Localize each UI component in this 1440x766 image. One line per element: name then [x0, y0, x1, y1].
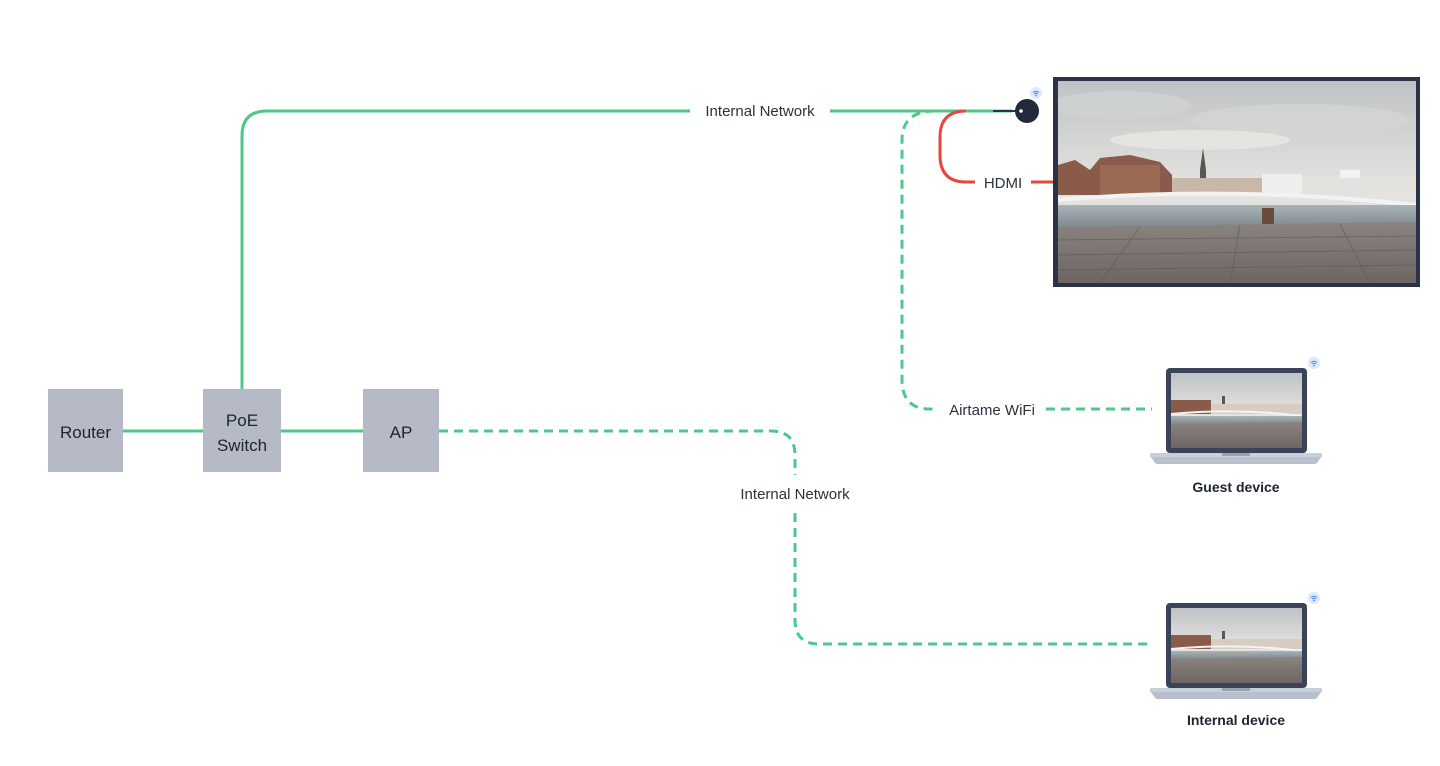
link-ap-internal: [439, 429, 797, 475]
guest-device-laptop: Guest device: [1150, 357, 1322, 495]
display-screen: [1053, 77, 1420, 287]
connection-lines: [123, 109, 1152, 646]
edge-label-airtame-wifi: Airtame WiFi: [949, 402, 1035, 419]
internal-device-laptop: Internal device: [1150, 592, 1322, 728]
wifi-icon: [1030, 87, 1042, 99]
router-node: Router: [48, 389, 123, 472]
switch-label-line2: Switch: [217, 436, 267, 455]
edge-label-hdmi: HDMI: [984, 175, 1022, 192]
airtame-dongle-icon: [993, 87, 1042, 123]
link-ap-internal-end: [793, 513, 1148, 646]
wifi-icon: [1308, 592, 1320, 604]
ap-node: AP: [363, 389, 439, 472]
edge-label-internal-network-bottom: Internal Network: [740, 486, 850, 503]
link-airtame-wifi: [900, 109, 938, 411]
poe-switch-node: PoE Switch: [203, 389, 281, 472]
router-label: Router: [60, 423, 111, 442]
switch-label-line1: PoE: [226, 411, 258, 430]
edge-label-internal-network-top: Internal Network: [705, 103, 815, 120]
guest-device-label: Guest device: [1192, 479, 1279, 495]
link-hdmi: [938, 109, 975, 184]
link-switch-airtame: [240, 109, 690, 389]
internal-device-label: Internal device: [1187, 712, 1285, 728]
wifi-icon: [1308, 357, 1320, 369]
ap-label: AP: [390, 423, 413, 442]
